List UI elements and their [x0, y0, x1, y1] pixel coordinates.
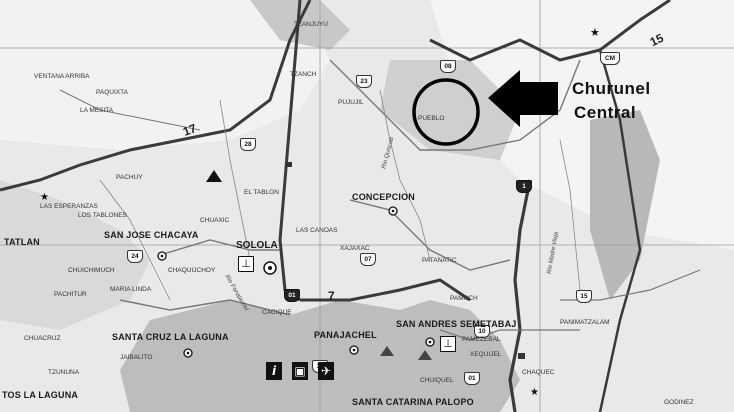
- route-shield-01b: 01: [464, 372, 480, 385]
- town-santa-cruz: SANTA CRUZ LA LAGUNA: [112, 332, 229, 342]
- village-maria-linda: MARIA LINDA: [110, 286, 152, 293]
- village-paquixta: PAQUIXTA: [96, 89, 128, 96]
- lodging-icon[interactable]: ▣: [292, 362, 308, 380]
- village-chaquijchoy: CHAQUIJCHOY: [168, 267, 216, 274]
- village-godinez: GODINEZ: [664, 399, 694, 406]
- village-pamuch: PAMUCH: [450, 295, 478, 302]
- town-santa-catarina: SANTA CATARINA PALOPO: [352, 397, 474, 407]
- location-arrow: [488, 70, 558, 127]
- town-tos-la-laguna: TOS LA LAGUNA: [2, 390, 79, 400]
- callout-line2: Central: [574, 103, 637, 122]
- village-tzanjuyu: TZANJUYU: [294, 21, 328, 28]
- mirador-icon-2: ⊥: [440, 336, 456, 352]
- route-shield-1: 1: [516, 180, 532, 193]
- svg-text:★: ★: [590, 26, 600, 39]
- route-shield-24: 24: [127, 250, 143, 263]
- village-chuaxic: CHUAXIC: [200, 217, 230, 224]
- peak-icon: [206, 170, 222, 182]
- peak-icon: [418, 350, 432, 360]
- peak-icon: [380, 346, 394, 356]
- village-xajaxac: XAJAXAC: [340, 245, 370, 252]
- route-shield-10: 10: [474, 325, 490, 338]
- town-san-andres: SAN ANDRES SEMETABAJ: [396, 319, 517, 329]
- village-tzanch: TZANCH: [290, 71, 317, 78]
- village-cacique: CACIQUE: [262, 309, 292, 316]
- village-chuiquel: CHUIQUEL: [420, 377, 454, 384]
- info-icon[interactable]: i: [266, 362, 282, 380]
- viewpoint-icon[interactable]: ✈: [318, 362, 334, 380]
- town-panajachel: PANAJACHEL: [314, 330, 377, 340]
- village-xequijel: XEQUIJEL: [470, 351, 502, 358]
- village-chaquec: CHAQUEC: [522, 369, 555, 376]
- town-solola: SOLOLA: [236, 240, 278, 251]
- village-pachitur: PACHITUR: [54, 291, 87, 298]
- route-shield-28: 28: [240, 138, 256, 151]
- village-chuacruz: CHUACRUZ: [24, 335, 61, 342]
- village-patanatic: PATANATIC: [422, 257, 457, 264]
- village-el-tablon: EL TABLON: [244, 189, 279, 196]
- town-tatlan: TATLAN: [4, 237, 40, 247]
- route-shield-07: 07: [360, 253, 376, 266]
- village-pujujil: PUJUJIL: [338, 99, 364, 106]
- town-san-jose-chacaya: SAN JOSE CHACAYA: [104, 230, 199, 240]
- village-tzununa: TZUNUNA: [48, 369, 80, 376]
- village-panimatzalam: PANIMATZALAM: [560, 319, 610, 326]
- village-ventana: VENTANA ARRIBA: [34, 73, 90, 80]
- route-shield-01: 01: [284, 289, 300, 302]
- route-shield-15: 15: [576, 290, 592, 303]
- circled-place-label: PUEBLO: [418, 115, 445, 122]
- route-shield-cm: CM: [600, 52, 620, 65]
- village-los-tablones: LOS TABLONES: [78, 212, 127, 219]
- village-jaibalito: JAIBALITO: [120, 354, 153, 361]
- village-pachuy: PACHUY: [116, 174, 143, 181]
- town-concepcion: CONCEPCION: [352, 192, 416, 202]
- route-shield-08: 08: [440, 60, 456, 73]
- mirador-icon: ⊥: [238, 256, 254, 272]
- village-las-esperanzas: LAS ESPERANZAS: [40, 203, 98, 210]
- highway-7-label: 7: [328, 289, 335, 303]
- location-circle: [412, 78, 480, 146]
- village-pamezebal: PAMEZEBAL: [462, 336, 501, 343]
- callout-line1: Churunel: [572, 79, 651, 98]
- village-las-canoas: LAS CANOAS: [296, 227, 338, 234]
- route-shield-23: 23: [356, 75, 372, 88]
- svg-text:★: ★: [40, 192, 49, 203]
- svg-text:★: ★: [530, 387, 539, 398]
- village-chuichimuch: CHUICHIMUCH: [68, 267, 115, 274]
- village-la-mesita: LA MESITA: [80, 107, 114, 114]
